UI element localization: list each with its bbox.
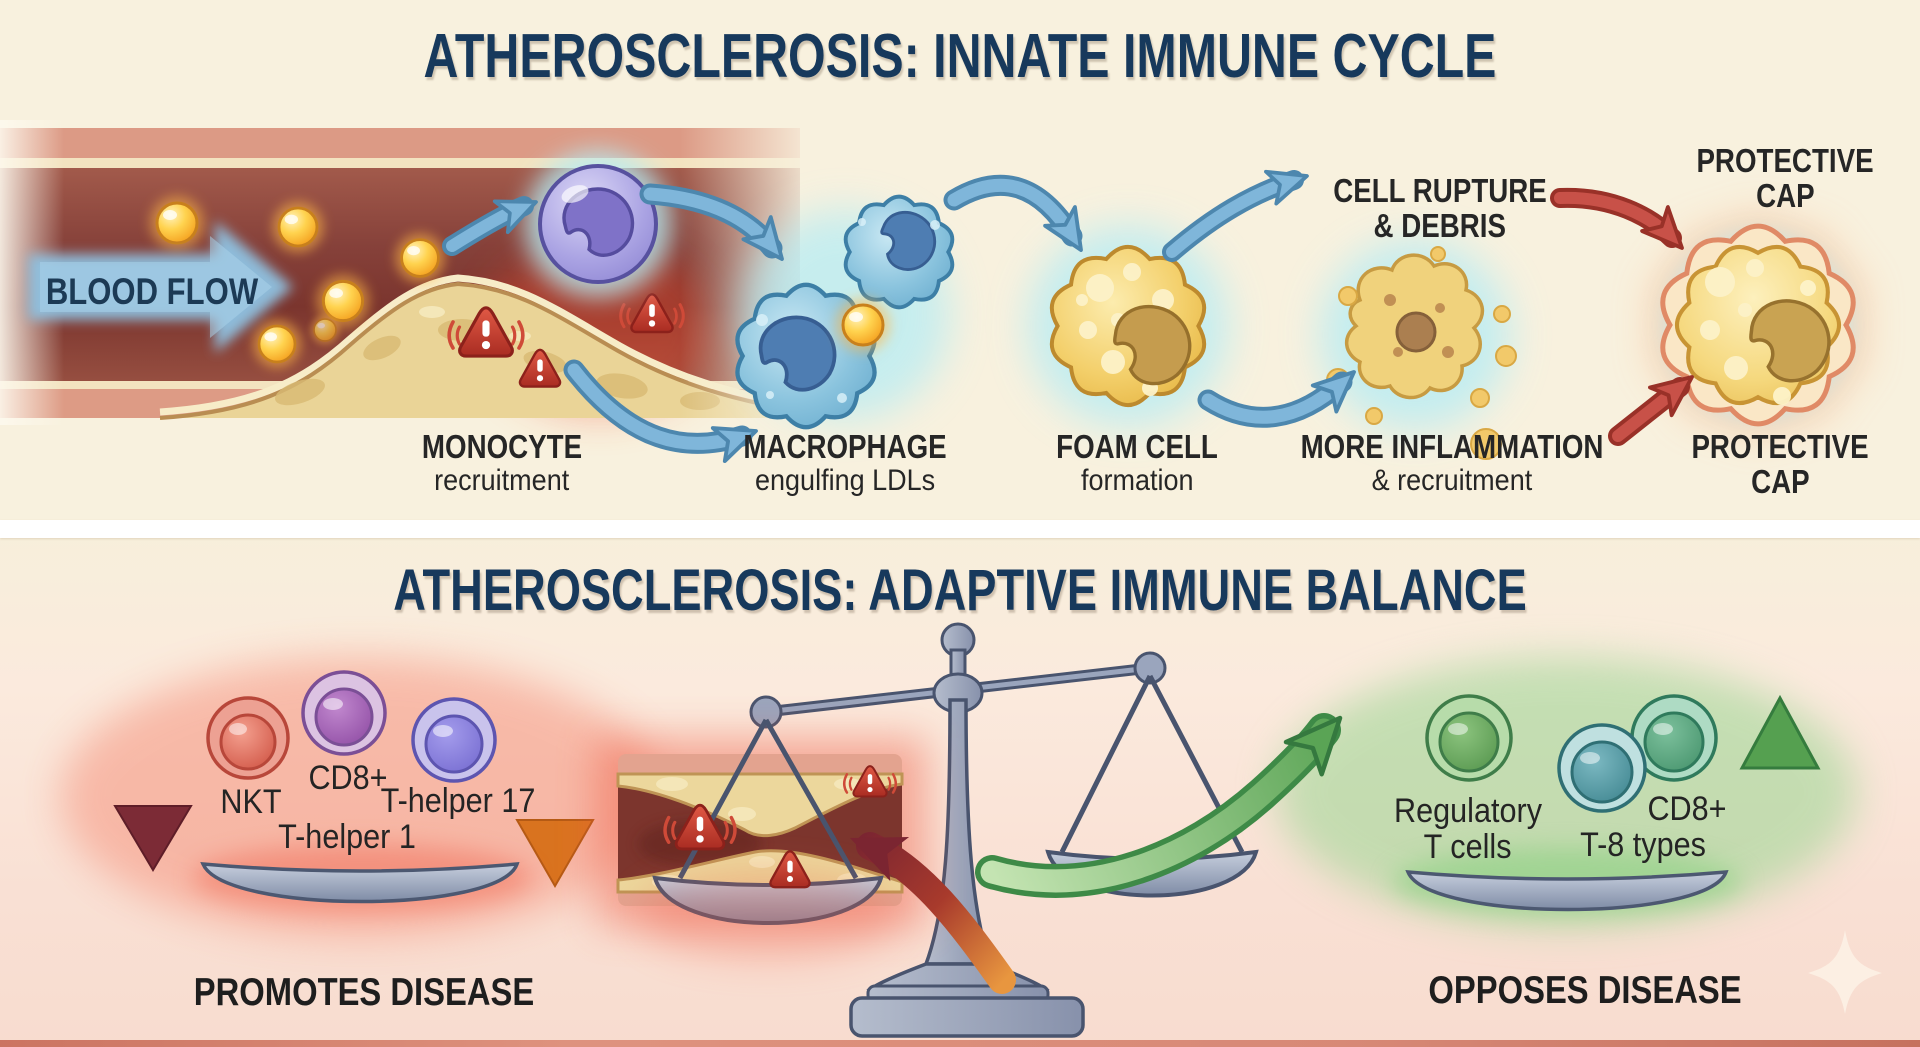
arrow-cap-return (1608, 361, 1705, 446)
macrophage-cells (737, 194, 955, 428)
step-label-protective-cap-bottom: PROTECTIVE CAP (1691, 428, 1869, 500)
opposes-scale-pan (1405, 870, 1729, 912)
blood-flow-arrow (28, 221, 293, 353)
ldl-being-engulfed (836, 298, 890, 352)
arrow-plaque-to-macrophage (563, 359, 764, 464)
step-label-macrophage: MACROPHAGE engulfing LDLs (743, 428, 947, 497)
nkt-label: NKT (220, 783, 282, 821)
arrow-rupture-to-cap (1550, 187, 1697, 262)
step-label-inflammation: MORE INFLAMMATION & recruitment (1300, 428, 1604, 497)
blood-flow-label: BLOOD FLOW (45, 271, 259, 312)
cd8-label: CD8+ (308, 759, 388, 797)
foam-cell (1028, 226, 1228, 426)
arrow-to-monocyte (442, 184, 545, 256)
innate-panel-title: ATHEROSCLEROSIS: INNATE IMMUNE CYCLE (423, 22, 1497, 91)
ldl-particle (150, 196, 204, 250)
ldl-particle (395, 233, 445, 283)
ldl-particle (272, 201, 323, 252)
regulatory-t-cell (1425, 694, 1513, 782)
t-helper1-label: T-helper 1 (278, 818, 416, 856)
step-label-foam-cell: FOAM CELL formation (1056, 428, 1218, 497)
ldl-particle (310, 315, 340, 345)
step-label-monocyte: MONOCYTE recruitment (421, 428, 583, 497)
panel-divider (0, 520, 1920, 538)
adaptive-panel-title: ATHEROSCLEROSIS: ADAPTIVE IMMUNE BALANCE (393, 558, 1527, 623)
regulatory-t-cells-label: Regulatory T cells (1394, 792, 1542, 867)
bottom-edge-strip (0, 1040, 1920, 1047)
innate-immune-cycle-illustration (0, 120, 1861, 464)
imbalance-arrow (840, 815, 1016, 994)
cd8-t8-cell-teal (1557, 723, 1647, 813)
t-helper17-cell (411, 697, 497, 783)
arrow-foam-to-rupture (1162, 158, 1315, 262)
cell-rupture-debris (1320, 240, 1517, 460)
cd8-cell (301, 670, 387, 756)
cd8-t8-cell-green (1630, 694, 1718, 782)
opposes-disease-caption: OPPOSES DISEASE (1428, 969, 1742, 1012)
adaptive-immune-balance-illustration (60, 622, 1882, 1038)
promotes-scale-pan (200, 861, 520, 904)
balance-scale (596, 622, 1358, 1038)
ldl-particle (253, 320, 302, 369)
promotes-disease-caption: PROMOTES DISEASE (193, 971, 535, 1014)
nkt-cell (206, 696, 290, 780)
cd8-t8-label-line2: T-8 types (1580, 826, 1706, 864)
monocyte-cell (524, 150, 672, 298)
rebalance-green-arrow (975, 702, 1358, 898)
opposes-group (1392, 694, 1821, 916)
cycle-arrows (442, 158, 1705, 464)
sparkle-icon (1808, 930, 1882, 1014)
arrow-foam-to-inflammation (1197, 356, 1368, 428)
step-label-protective-cap-top: PROTECTIVE CAP (1696, 142, 1874, 214)
promotes-group (113, 670, 595, 912)
t-helper17-label: T-helper 17 (380, 782, 536, 820)
cd8-t8-label-line1: CD8+ (1647, 790, 1727, 828)
arrow-monocyte-to-macrophage (639, 183, 798, 273)
protective-cap-cell (1655, 218, 1861, 432)
step-label-cell-rupture: CELL RUPTURE & DEBRIS (1333, 172, 1547, 244)
debris-nucleus (1395, 311, 1437, 353)
arrow-macrophage-to-foam-cell (943, 174, 1098, 262)
scale-base (849, 996, 1085, 1038)
